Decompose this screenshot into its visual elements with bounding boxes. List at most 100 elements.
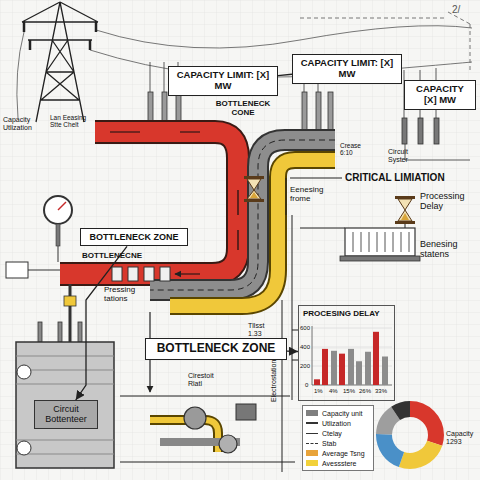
chart-bar <box>339 354 345 385</box>
annotation-label: Processing Delay <box>420 192 476 212</box>
axis-tick: 400 <box>300 344 310 351</box>
legend-entry: Avessstere <box>306 458 370 468</box>
hourglass-icon <box>244 176 264 202</box>
node-text: PROCESING DELAY <box>303 309 390 318</box>
capacity-box: CAPACITY [X] MW <box>404 80 476 110</box>
annotation-label: Crease 6:10 <box>340 142 374 156</box>
axis-tick: 600 <box>300 325 310 332</box>
terminal-symbol <box>17 441 31 455</box>
hourglass-glass <box>247 179 261 199</box>
annotation-label: Tllsst 1.33 <box>248 322 278 337</box>
axis-tick: 4% <box>329 388 338 395</box>
sensing-station-base <box>340 256 420 261</box>
chart-frame: PROCESING DELAY <box>298 305 395 401</box>
donut-segment <box>384 409 436 461</box>
chart-bar <box>365 352 371 385</box>
chart-bar <box>331 351 337 385</box>
junction-box <box>6 262 28 278</box>
pipe-component <box>112 267 122 281</box>
building-stripes <box>16 356 114 454</box>
tower-frame <box>22 2 98 122</box>
legend-text: Avessstere <box>322 460 357 467</box>
legend-swatch <box>306 410 318 416</box>
legend-entry: Capacity unit <box>306 408 370 418</box>
pipe-outline <box>150 420 218 452</box>
legend-entry: Stab <box>306 438 370 448</box>
connector <box>76 246 127 400</box>
axis-tick: 0 <box>305 382 308 389</box>
donut-chart <box>384 409 436 461</box>
connector <box>278 74 292 75</box>
legend-text: Capacity unit <box>322 410 362 417</box>
legend-text: Utlization <box>322 420 351 427</box>
insulator-post <box>302 92 307 132</box>
annotation-label: Capacity Utlization <box>3 116 47 131</box>
hourglass-sand <box>401 213 409 220</box>
annotation-label: Benesing statens <box>420 240 476 260</box>
pipe-component <box>160 267 170 281</box>
legend-text: Ctelay <box>322 430 342 437</box>
legend-text: Stab <box>322 440 336 447</box>
node-text: BOTTLENECK ZONE <box>150 342 282 356</box>
pipe-components <box>112 267 170 281</box>
insulator-post <box>78 322 82 342</box>
page-mark: 2/ <box>452 4 460 15</box>
chart-bar <box>314 379 320 385</box>
axis-tick: 26% <box>359 388 371 395</box>
axis-tick: 15% <box>343 388 355 395</box>
insulator-post <box>402 118 407 144</box>
hourglass-sand <box>250 192 258 198</box>
warning-label: CRITICAL LIMIATION <box>345 172 445 183</box>
legend-entry: Average Tsng <box>306 448 370 458</box>
capacity-limit-box: CAPACITY LIMIT: [X] MW <box>168 66 278 96</box>
node-text: CAPACITY LIMIT: [X] MW <box>297 58 397 80</box>
wire <box>286 178 405 400</box>
node-text: BOTTLENECK ZONE <box>85 232 183 242</box>
pipe-component <box>144 267 154 281</box>
axis-tick: 200 <box>300 363 310 370</box>
circuit-box: Circuit Bottenteer <box>34 400 98 429</box>
chart-bar <box>356 361 362 385</box>
connector <box>287 350 298 352</box>
annotation-label: Circuit Syster <box>388 148 422 163</box>
legend-entry: Utlization <box>306 418 370 428</box>
wire <box>120 300 295 472</box>
donut-segment <box>384 409 436 461</box>
gauge-needle <box>58 202 66 210</box>
legend-swatch <box>306 460 318 466</box>
pipe-outline <box>60 132 238 274</box>
annotation-label: Lan Eeasing Stte Chelt <box>50 114 94 128</box>
node-text: CAPACITY LIMIT: [X] MW <box>173 70 273 92</box>
bar-series <box>314 332 388 385</box>
annotation-label: Cirestoit Rlatl <box>188 372 228 387</box>
valve <box>64 296 76 306</box>
pipe-outline <box>170 160 335 306</box>
legend-line-sample <box>306 443 318 444</box>
axis-tick: 1% <box>314 388 323 395</box>
annotation-label: Pressing tations <box>104 286 154 304</box>
insulator-post <box>434 118 439 144</box>
legend-entry: Ctelay <box>306 428 370 438</box>
yellow-pipe <box>150 420 218 452</box>
legend-text: Average Tsng <box>322 450 365 457</box>
insulator <box>24 22 96 50</box>
chart-bar <box>373 332 379 385</box>
bottleneck-zone-box: BOTTLENECK ZONE <box>145 338 287 360</box>
terminal-symbol <box>17 365 31 379</box>
insulator-post <box>316 92 321 132</box>
sensing-station-fins <box>353 232 409 252</box>
sensing-station <box>345 228 415 256</box>
wire <box>28 246 60 270</box>
donut-segment <box>384 409 436 461</box>
node-text: CAPACITY [X] MW <box>409 84 471 106</box>
legend-line-sample <box>306 422 318 424</box>
transformer-building <box>16 342 114 468</box>
insulator-post <box>418 118 423 144</box>
red-pipe <box>60 132 238 274</box>
pump <box>184 407 206 429</box>
feed-pipe <box>69 284 72 342</box>
chart-bar <box>322 349 328 385</box>
bottleneck-zone-box: BOTTLENECK ZONE <box>80 228 188 246</box>
pipe-component <box>128 267 138 281</box>
